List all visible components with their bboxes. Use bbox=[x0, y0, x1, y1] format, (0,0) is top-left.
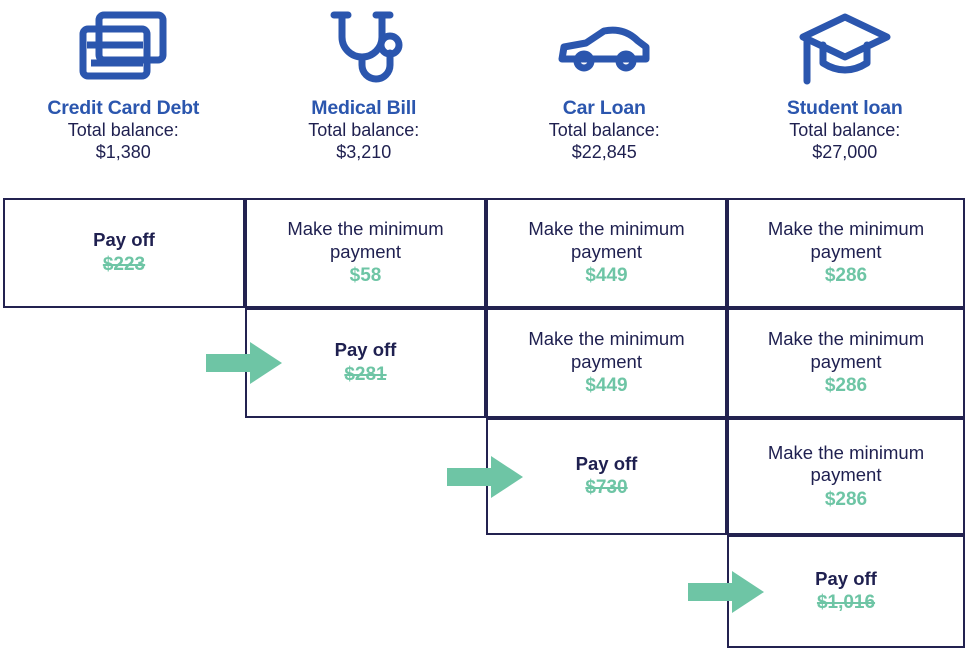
minimum-payment-cell: Make the minimum payment $286 bbox=[727, 198, 965, 308]
cell-amount: $286 bbox=[824, 488, 868, 510]
cell-label: Pay off bbox=[815, 567, 877, 589]
debt-header-medical-bill: Medical Bill Total balance: $3,210 bbox=[244, 0, 485, 195]
debt-title: Medical Bill bbox=[311, 97, 417, 119]
stethoscope-icon bbox=[318, 0, 410, 98]
debt-header-student-loan: Student loan Total balance: $27,000 bbox=[725, 0, 966, 195]
cell-amount: $449 bbox=[585, 375, 628, 397]
cell-label: Make the minimum payment bbox=[528, 328, 685, 372]
minimum-payment-cell: Make the minimum payment $449 bbox=[486, 308, 727, 418]
payoff-cell: Pay off $730 bbox=[486, 418, 727, 535]
cell-amount: $449 bbox=[585, 265, 628, 287]
cell-amount: $223 bbox=[102, 253, 146, 275]
payoff-cell: Pay off$223 bbox=[3, 198, 245, 308]
minimum-payment-cell: Make the minimum payment$286 bbox=[727, 418, 965, 535]
debt-header-row: Credit Card Debt Total balance: $1,380 M… bbox=[3, 0, 965, 195]
graduation-cap-icon bbox=[797, 0, 893, 98]
balance-value: $1,380 bbox=[95, 142, 151, 162]
cell-label: Make the minimum payment bbox=[767, 441, 925, 486]
cell-label: Make the minimum payment bbox=[287, 218, 444, 262]
debt-title: Credit Card Debt bbox=[47, 97, 200, 119]
cell-amount: $58 bbox=[349, 265, 382, 287]
cell-label: Make the minimum payment bbox=[767, 328, 925, 372]
cell-label: Pay off bbox=[93, 229, 155, 251]
balance-label: Total balance: bbox=[789, 120, 901, 141]
cell-amount: $1,016 bbox=[816, 592, 876, 614]
car-icon bbox=[552, 0, 656, 98]
balance-label: Total balance: bbox=[548, 120, 660, 141]
debt-title: Car Loan bbox=[562, 97, 646, 119]
cell-label: Pay off bbox=[575, 452, 638, 474]
cell-label: Pay off bbox=[334, 339, 397, 361]
debt-header-credit-card: Credit Card Debt Total balance: $1,380 bbox=[3, 0, 244, 195]
payoff-cell: Pay off$281 bbox=[245, 308, 486, 418]
balance-value: $22,845 bbox=[571, 142, 637, 162]
cell-amount: $281 bbox=[344, 363, 387, 385]
cell-amount: $286 bbox=[824, 375, 868, 397]
cell-label: Make the minimum payment bbox=[528, 218, 685, 262]
balance-label: Total balance: bbox=[308, 120, 420, 141]
cell-amount: $286 bbox=[824, 265, 868, 287]
cell-amount: $730 bbox=[585, 477, 628, 499]
minimum-payment-cell: Make the minimum payment $449 bbox=[486, 198, 727, 308]
balance-label: Total balance: bbox=[67, 120, 179, 141]
balance-value: $3,210 bbox=[336, 142, 392, 162]
debt-header-car-loan: Car Loan Total balance: $22,845 bbox=[484, 0, 725, 195]
balance-value: $27,000 bbox=[812, 142, 878, 162]
minimum-payment-cell: Make the minimum payment $58 bbox=[245, 198, 486, 308]
payoff-cell: Pay off $1,016 bbox=[727, 535, 965, 648]
minimum-payment-cell: Make the minimum payment $286 bbox=[727, 308, 965, 418]
cell-label: Make the minimum payment bbox=[767, 218, 925, 262]
credit-cards-icon bbox=[77, 0, 169, 98]
debt-title: Student loan bbox=[786, 97, 903, 119]
